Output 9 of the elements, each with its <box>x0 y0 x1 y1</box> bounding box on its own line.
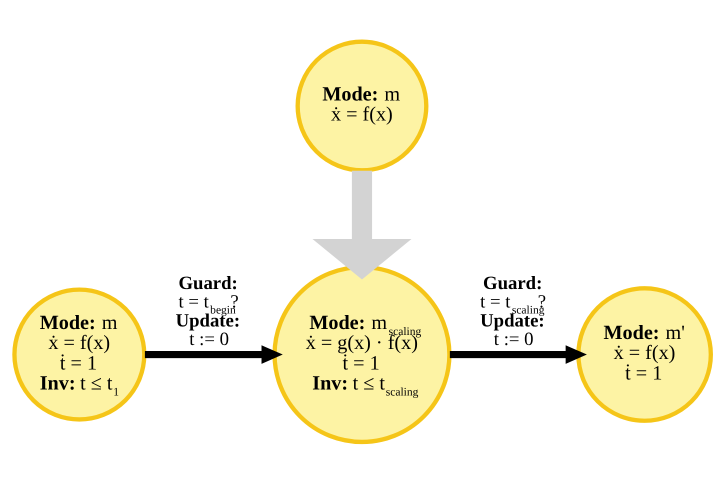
node-circle: Mode: m ẋ = f(x) <box>296 40 428 172</box>
arrow <box>450 345 587 364</box>
edge-label: Guard: t = t$_{scaling}$? Update: t := 0 <box>480 272 546 350</box>
edge-label: Guard: t = t$_{begin}$? Update: t := 0 <box>176 272 240 350</box>
node-circle: Mode: m$_{scaling}$ ẋ = g(x) · f(x) ṫ = 1 Inv: t ≤ t$_{scaling}$ <box>272 264 452 444</box>
arrow <box>312 170 412 280</box>
node-circle: Mode: m ẋ = f(x) ṫ = 1 Inv: t ≤ t$_{1}$ <box>12 287 146 422</box>
arrow <box>144 345 283 364</box>
node-circle: Mode: m' ẋ = f(x) ṫ = 1 <box>576 286 713 423</box>
